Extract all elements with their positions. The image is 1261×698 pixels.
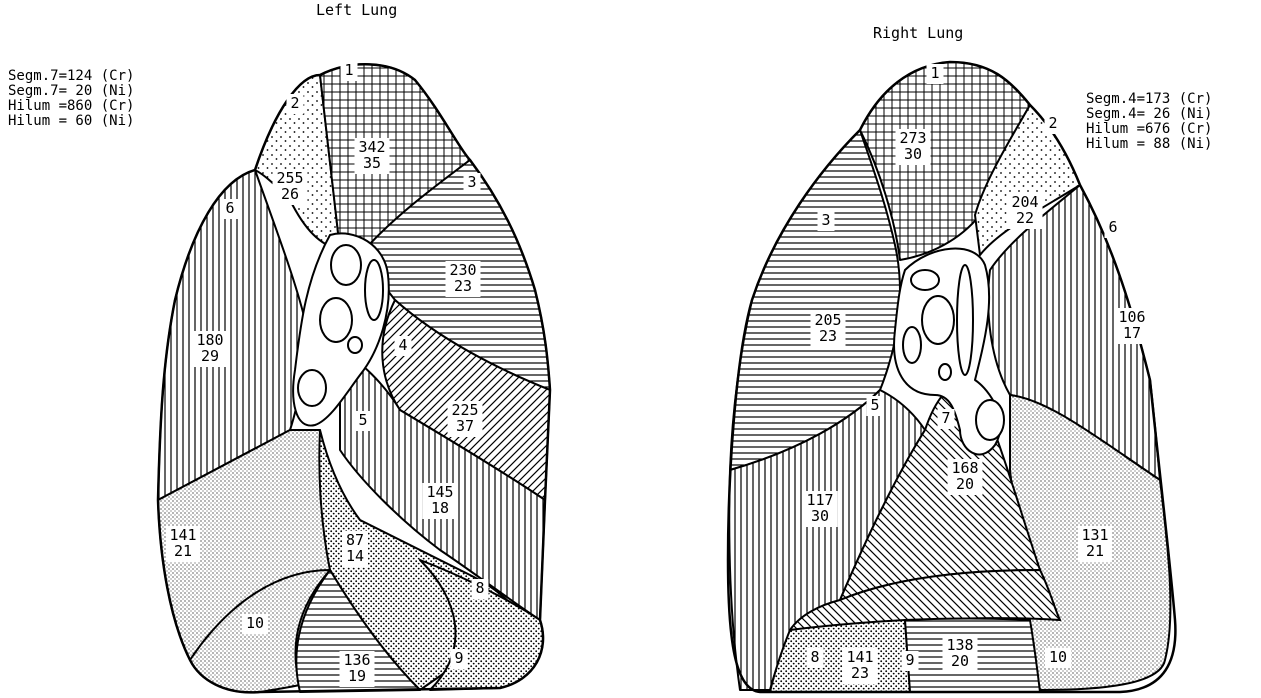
left-segment-values-10: 14121 (166, 526, 201, 562)
left-segment-values-9: 13619 (340, 651, 375, 687)
right-segment-number-3: 3 (818, 211, 835, 231)
segment-number: 10 (1049, 648, 1067, 666)
left-segment-number-8: 8 (472, 579, 489, 599)
left-segment-number-9: 9 (451, 649, 468, 669)
segment-number: 10 (246, 614, 264, 632)
segment-number: 7 (941, 409, 950, 427)
segment-number: 1 (930, 64, 939, 82)
segment-value-ni: 20 (956, 475, 974, 493)
segment-number: 4 (398, 336, 407, 354)
segment-value-ni: 17 (1123, 324, 1141, 342)
segment-number: 9 (905, 651, 914, 669)
right-legend-line: Hilum = 88 (Ni) (1086, 136, 1212, 152)
left-lung-title: Left Lung (316, 1, 397, 19)
right-legend-line: Segm.4= 26 (Ni) (1086, 106, 1212, 122)
left-legend-line: Hilum = 60 (Ni) (8, 113, 134, 129)
left-segment-number-5: 5 (355, 411, 372, 431)
segment-number: 8 (810, 648, 819, 666)
segment-value-ni: 22 (1016, 209, 1034, 227)
segment-value-ni: 21 (1086, 542, 1104, 560)
segment-value-ni: 23 (454, 277, 472, 295)
left-legend-line: Segm.7= 20 (Ni) (8, 83, 134, 99)
right-segment-number-5: 5 (867, 396, 884, 416)
left-segment-number-6: 6 (222, 199, 239, 219)
segment-number: 9 (454, 649, 463, 667)
right-segment-number-1: 1 (927, 64, 944, 84)
segment-value-ni: 21 (174, 542, 192, 560)
right-lung-title: Right Lung (873, 24, 963, 42)
segment-number: 5 (358, 411, 367, 429)
segment-value-ni: 35 (363, 154, 381, 172)
segment-number: 2 (290, 94, 299, 112)
segment-value-ni: 23 (819, 327, 837, 345)
left-legend: Segm.7=124 (Cr) Segm.7= 20 (Ni) Hilum =8… (8, 68, 134, 129)
segment-number: 6 (225, 199, 234, 217)
segment-number: 8 (475, 579, 484, 597)
right-segment-number-6: 6 (1105, 218, 1122, 238)
right-legend-line: Segm.4=173 (Cr) (1086, 91, 1212, 107)
right-legend: Segm.4=173 (Cr) Segm.4= 26 (Ni) Hilum =6… (1086, 91, 1212, 152)
segment-number: 2 (1048, 114, 1057, 132)
right-segment-number-7: 7 (938, 409, 955, 429)
right-segment-number-8: 8 (807, 648, 824, 668)
segment-value-ni: 30 (811, 507, 829, 525)
segment-value-ni: 26 (281, 185, 299, 203)
segment-value-ni: 30 (904, 145, 922, 163)
right-lung (728, 62, 1175, 692)
left-segment-number-2: 2 (287, 94, 304, 114)
segment-value-ni: 29 (201, 347, 219, 365)
segment-value-ni: 23 (851, 664, 869, 682)
right-segment-number-10: 10 (1045, 648, 1071, 668)
right-seg8 (770, 620, 910, 692)
segment-value-ni: 37 (456, 417, 474, 435)
segment-value-ni: 18 (431, 499, 449, 517)
left-legend-line: Hilum =860 (Cr) (8, 98, 134, 114)
left-segment-number-3: 3 (464, 173, 481, 193)
right-segment-number-9: 9 (902, 651, 919, 671)
segment-value-ni: 14 (346, 547, 364, 565)
right-legend-line: Hilum =676 (Cr) (1086, 121, 1212, 137)
segment-number: 3 (467, 173, 476, 191)
left-lung (158, 64, 550, 692)
left-segment-number-4: 4 (395, 336, 412, 356)
left-segment-number-10: 10 (242, 614, 268, 634)
segment-value-ni: 20 (951, 652, 969, 670)
segment-number: 5 (870, 396, 879, 414)
left-legend-line: Segm.7=124 (Cr) (8, 68, 134, 84)
segment-number: 6 (1108, 218, 1117, 236)
segment-number: 1 (344, 61, 353, 79)
right-segment-number-2: 2 (1045, 114, 1062, 134)
segment-number: 3 (821, 211, 830, 229)
left-segment-number-1: 1 (341, 61, 358, 81)
segment-value-ni: 19 (348, 667, 366, 685)
